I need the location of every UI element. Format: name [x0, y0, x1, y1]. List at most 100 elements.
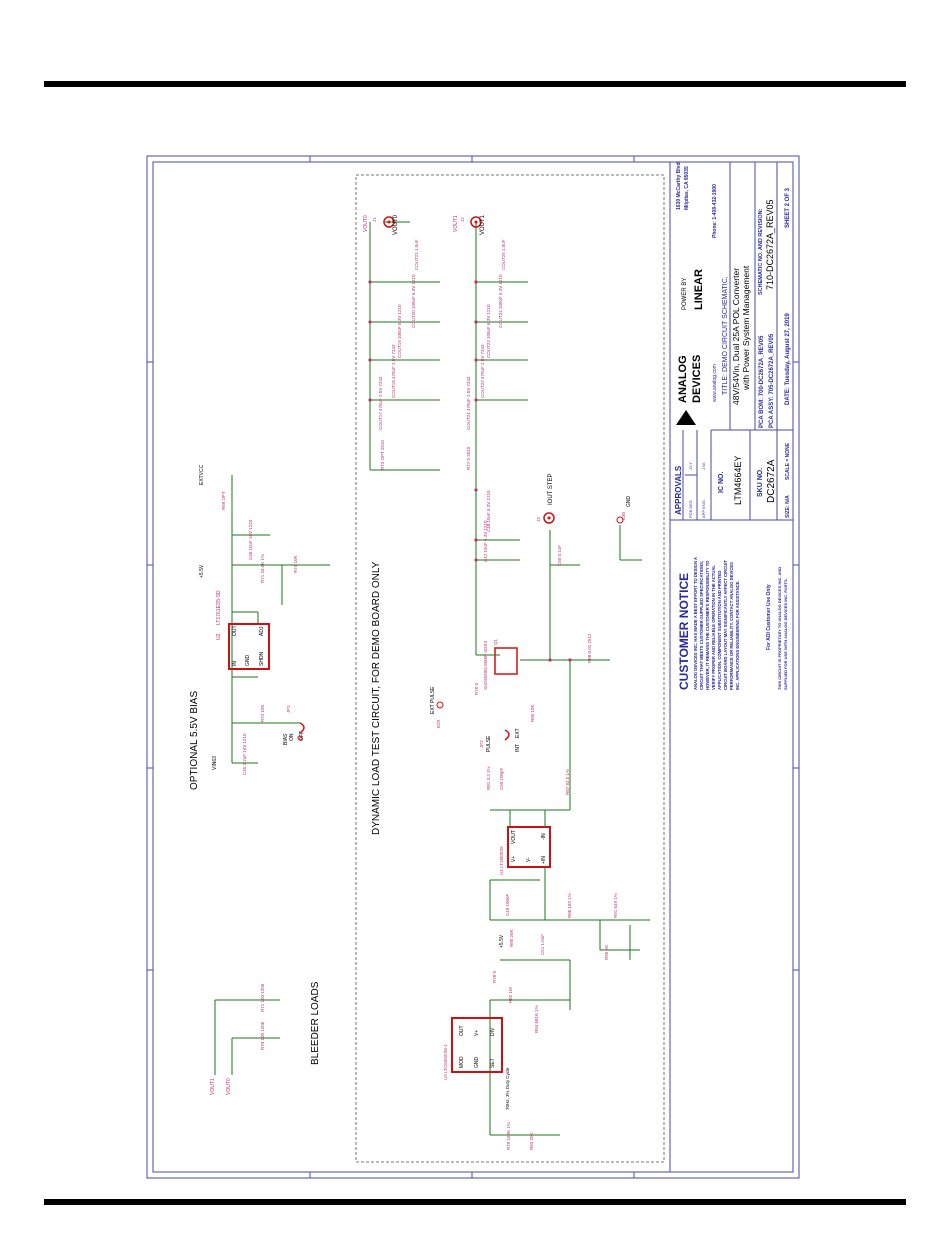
notice-line-3: HOWEVER, IT REMAINS THE CUSTOMER'S RESPO… [705, 560, 710, 690]
j2-ref: J2 [460, 217, 465, 222]
r84-label: R84 681K 1% [534, 1005, 539, 1033]
r76-label: R76 0 [474, 682, 479, 695]
e29-turret [436, 701, 444, 709]
adi-logo: ANALOG DEVICES [676, 355, 703, 425]
vout0-net: VOUT0 [393, 214, 399, 235]
u3-pin-set: SET [490, 1058, 496, 1068]
ext-pulse-net: EXT PULSE [430, 686, 436, 714]
u2-pin-out: OUT [232, 625, 238, 636]
r74-label: R74 10K [293, 555, 298, 573]
c49-label: C49 100nF [505, 893, 510, 916]
jp2-pulse: PULSE [486, 735, 492, 752]
adi-logo-triangle [676, 410, 696, 425]
r73-label: R73 OPT 2010 [380, 440, 385, 470]
powered-by: POWER BY [682, 278, 688, 310]
e30-turret [616, 516, 624, 524]
pcb-des: PCB DES. [688, 499, 693, 518]
j3-connector [543, 512, 555, 524]
u3-pin-mod: MOD [459, 1056, 465, 1068]
size: SIZE: N/A [785, 495, 791, 518]
date: DATE: Tuesday, August 27, 2019 [785, 313, 791, 405]
pcb-des-val: JY.Y [688, 462, 693, 470]
proprietary-2: SUPPLIED FOR USE WITH ANALOG DEVICES INC… [783, 578, 788, 690]
bias-wires [231, 475, 330, 764]
u3-note: 70Hz, 3% Duty Cycle [505, 1067, 510, 1110]
c46-label: C46 10uF 16V 1210 [248, 519, 253, 560]
j2-connector [470, 216, 482, 228]
r69-label: R69 OPT [221, 491, 226, 510]
title-line-2: 48V/54Vin, Dual 25A POL Converter [731, 268, 741, 405]
r90-label: R90 2K [604, 945, 609, 960]
j1-ref: J1 [372, 217, 377, 222]
c50b-label: C50 100pF [499, 767, 504, 790]
pca-bom: PCA BOM: 700-DC2672A_REV05 [759, 335, 765, 428]
r78-label: R78 0 [492, 970, 497, 983]
sheet-no: SHEET 2 OF 3 [785, 187, 791, 228]
q1-mosfet [494, 647, 518, 675]
notice-line-4: VERIFY PROPER AND RELIABLE OPERATION IN … [711, 565, 716, 690]
u3-label: U3 LTC6992IS6-1 [443, 1044, 448, 1080]
scale: SCALE = NONE [785, 442, 791, 480]
jp2-ref: JP2 [479, 740, 484, 748]
u2-pin-gnd: GND [245, 655, 251, 667]
opamp-wires [489, 809, 650, 1136]
load-title: DYNAMIC LOAD TEST CIRCUIT, FOR DEMO BOAR… [371, 561, 382, 835]
logo-devices: DEVICES [691, 355, 703, 403]
jp1-jumper [299, 722, 305, 734]
top-rule [44, 81, 906, 87]
r72-label: R72 10K [260, 704, 265, 722]
schem-label: SCHEMATIC NO. AND REVISION: [758, 208, 764, 295]
vout1-flag: VOUT1 [453, 215, 459, 232]
cout24-label: COUT24 100uF 6.3V 1210 [498, 274, 503, 328]
address-1: 1630 McCarthy Blvd. [676, 160, 682, 210]
gnd-net: GND [626, 496, 632, 508]
r70-label: R70 100 1206 [260, 1021, 265, 1050]
extvcc-net: EXTVCC [199, 464, 205, 485]
cout0-label: COUT21 1.0uF [414, 239, 419, 270]
bleeder-title: BLEEDER LOADS [310, 981, 321, 1065]
vout1-bleeder: VOUT1 [210, 1078, 216, 1095]
r71-label: R71 34.8K 1% [260, 554, 265, 583]
q1-part: SUD50N04-8M8P-4GE3 [483, 640, 488, 690]
r71b-label: R71 100 1206 [260, 983, 265, 1012]
u3-pin-gnd: GND [474, 1057, 480, 1069]
u4-pin-inn: -IN [541, 833, 547, 840]
u3-oscillator-ic [451, 1017, 503, 1073]
ic-no: LTM4664EY [733, 456, 743, 505]
address-2: Milpitas, CA 95035 [684, 166, 690, 210]
jp2-jumper [504, 729, 510, 741]
j3-center [547, 516, 551, 520]
notice-line-6: CIRCUIT BOARD LAYOUT MAY SIGNIFICANTLY A… [723, 560, 728, 690]
r91-label: R91 649 1% [613, 893, 618, 918]
r80-label: R80 20K [509, 929, 514, 947]
e30-ref: E30 [621, 511, 626, 520]
pca-assy: PCA ASSY: 705-DC2672A_REV05 [769, 333, 775, 428]
cout19-label: COUT19 100uF 6.3V 1210 [397, 304, 402, 358]
j3-ref: J3 [536, 517, 541, 522]
vin63-net: VIN63 [212, 756, 218, 770]
jp2-ext: EXT [515, 728, 521, 738]
u4-pin-vn: V- [526, 857, 532, 862]
u3-pin-vp: V+ [474, 1030, 480, 1036]
r85-label: R85 10K [530, 704, 535, 722]
u2-ref: U2 [216, 633, 222, 640]
c51-label: C51 1.0uF [540, 934, 545, 955]
jp1-pin [297, 735, 303, 741]
u4-pin-vout: VOUT [511, 830, 517, 844]
notice-title: CUSTOMER NOTICE [677, 573, 691, 690]
logo-analog: ANALOG [677, 355, 689, 403]
notice-line-2: CIRCUIT THAT MEETS CUSTOMER-SUPPLIED SPE… [699, 561, 704, 690]
c50-label: C50 0.1uF [557, 545, 562, 566]
r77-label: R77 0 2010 [466, 446, 471, 470]
jp1-bias: BIAS [283, 733, 289, 745]
r81-label: R81 3.3 1% [486, 766, 491, 790]
r86-label: R86 182 1% [567, 893, 572, 918]
jp1-off: OFF [299, 731, 305, 741]
cout23-label: COUT23 100uF 6.3V 1210 [486, 304, 491, 358]
approvals: APPROVALS [674, 465, 683, 515]
phone: Phone: 1-408-432-1900 [712, 184, 718, 238]
u3-pin-div: DIV [490, 1027, 496, 1036]
p5v-net: +5.5V [199, 564, 205, 578]
title-line-3: with Power System Management [741, 265, 751, 391]
